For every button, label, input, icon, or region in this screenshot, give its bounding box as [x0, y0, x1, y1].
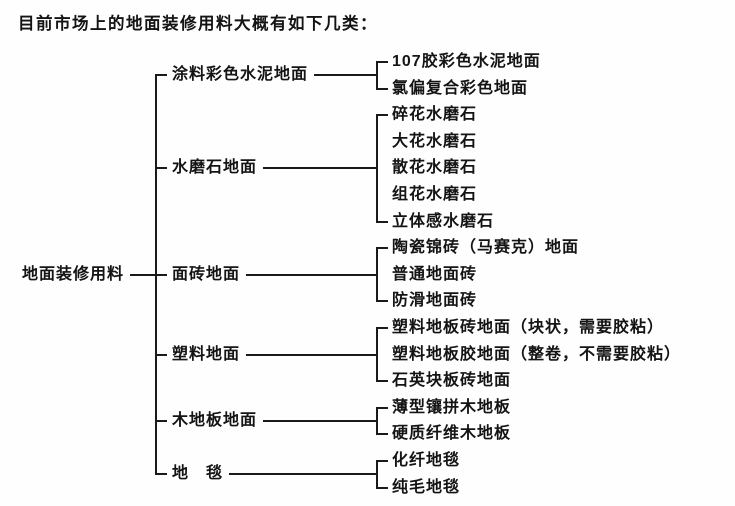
branch-connector	[263, 167, 378, 170]
child-item: 薄型镶拼木地板	[392, 398, 512, 416]
branch-connector	[246, 353, 378, 356]
branch-label: 塑料地面	[172, 345, 241, 363]
branch-connector	[314, 74, 378, 77]
child-item: 氯偏复合彩色地面	[392, 79, 529, 97]
child-item: 组花水磨石	[392, 186, 478, 203]
child-item: 普通地面砖	[392, 265, 478, 283]
root-connector	[130, 273, 157, 276]
spine-tick	[156, 273, 167, 276]
bracket-tick-top	[377, 114, 388, 117]
bracket-tick-top	[377, 247, 388, 250]
branch-label: 面砖地面	[172, 265, 241, 283]
bracket-tick-bottom	[377, 220, 388, 223]
bracket-tick-bottom	[377, 87, 388, 90]
bracket-tick-bottom	[377, 300, 388, 303]
spine-tick	[156, 420, 167, 423]
child-item: 化纤地毯	[392, 452, 461, 469]
child-item: 石英块板砖地面	[392, 372, 512, 390]
spine-tick	[156, 167, 167, 170]
branch-connector	[263, 420, 378, 423]
child-item: 纯毛地毯	[392, 478, 461, 496]
child-item: 107胶彩色水泥地面	[392, 53, 541, 70]
branch-connector	[246, 273, 378, 276]
child-item: 散花水磨石	[392, 159, 478, 177]
spine-tick	[156, 473, 167, 476]
page-title: 目前市场上的地面装修用料大概有如下几类：	[18, 14, 378, 33]
bracket-tick-top	[377, 406, 388, 409]
child-item: 塑料地板胶地面（整卷，不需要胶粘）	[392, 345, 682, 363]
child-item: 硬质纤维木地板	[392, 425, 512, 443]
bracket-tick-top	[377, 460, 388, 462]
child-item: 塑料地板砖地面（块状，需要胶粘）	[392, 319, 665, 336]
bracket-tick-top	[377, 327, 388, 329]
child-item: 防滑地面砖	[392, 292, 478, 310]
child-item: 碎花水磨石	[392, 106, 478, 124]
spine-tick	[156, 74, 167, 77]
child-item: 陶瓷锦砖（马赛克）地面	[392, 239, 580, 257]
spine-tick	[156, 353, 167, 356]
bracket-tick-top	[377, 61, 388, 63]
branch-label: 水磨石地面	[172, 159, 258, 177]
branch-connector	[229, 473, 378, 476]
root-label: 地面装修用料	[22, 265, 125, 283]
child-item: 立体感水磨石	[392, 212, 495, 230]
branch-label: 地 毯	[172, 465, 224, 483]
child-item: 大花水磨石	[392, 132, 478, 150]
bracket-tick-bottom	[377, 486, 388, 489]
bracket-tick-bottom	[377, 380, 388, 383]
branch-label: 涂料彩色水泥地面	[172, 66, 309, 84]
branch-label: 木地板地面	[172, 412, 258, 430]
bracket-tick-bottom	[377, 433, 388, 436]
